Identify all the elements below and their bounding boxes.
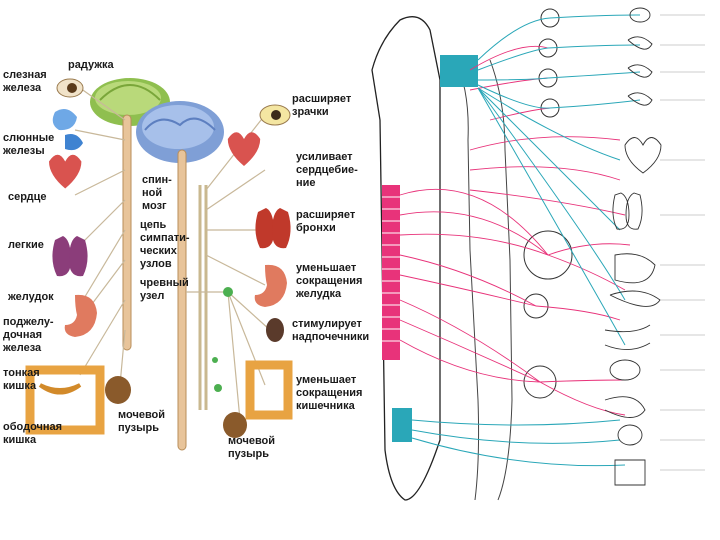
heart-left-icon [49,154,82,189]
sympathetic-chain-label: цепь симпати- ческих узлов [140,219,193,270]
lungs-left-icon [52,236,88,277]
left-panel: слезная железа слюнные железы сердце лег… [2,59,369,460]
organ-label-lungs: легкие [8,239,44,251]
effect-label-pupils: расширяет зрачки [292,93,354,118]
ganglion-lower [523,365,557,399]
ganglion-large [523,230,573,280]
sympathetic-chain [198,185,208,410]
stomach-left-icon [64,294,97,337]
organ-label-heart: сердце [8,191,47,203]
parasympathetic-fibers [411,14,641,467]
effect-label-stomach: уменьшает сокращения желудка [295,262,365,300]
heart-right-icon [227,132,261,166]
organ-label-colon: ободочная кишка [3,421,65,446]
head-ganglia [538,8,560,118]
celiac-ganglion [223,287,233,297]
brain-right-icon [136,101,224,163]
nerve-lines-left [74,87,126,386]
cranial-segment [440,55,478,87]
iris-label: радужка [68,59,115,71]
organ-label-salivary: слюнные железы [2,132,57,157]
ganglion-dot [212,357,218,363]
right-panel [371,7,705,501]
sacral-segment [392,408,412,442]
bladder-left-icon [105,376,131,404]
ganglion-medium [523,293,549,319]
effect-label-intestine: уменьшает сокращения кишечника [296,374,365,412]
sympathetic-fibers [399,45,631,416]
effect-label-bronchi: расширяет бронхи [296,209,358,234]
stomach-right-icon [254,264,287,307]
organ-label-stomach: желудок [7,291,54,303]
salivary-glands-icon [52,108,83,151]
bladder-label-right: мочевой пузырь [228,435,278,460]
organ-sketches [604,7,662,486]
spinal-cord-left [122,114,132,351]
spinal-cord-right [177,149,187,451]
effect-label-heartbeat: усиливает сердцебие- ние [296,151,361,189]
intestine-left-icon [25,365,105,435]
spinal-column-outline [371,16,441,501]
lungs-right-icon [255,208,291,249]
adrenal-icon [266,318,284,342]
right-annotation-lines [660,14,705,471]
bladder-label-left: мочевой пузырь [118,409,168,434]
organ-label-small-intestine: тонкая кишка [3,367,43,392]
eye-right-icon [259,104,291,126]
inner-spinal-cord-edge [489,59,513,501]
eye-left-icon [56,78,84,98]
bladder-right-icon [223,412,247,438]
organ-label-pancreas: поджелу- дочная железа [2,316,57,354]
celiac-ganglion-label: чревный узел [140,277,192,302]
organ-label-lacrimal: слезная железа [2,69,50,94]
sympathetic-segments [382,185,400,360]
ganglion-dot [214,384,222,392]
spinal-cord-label: спин- ной мозг [142,174,175,212]
effect-label-adrenal: стимулирует надпочечники [292,318,369,343]
inner-spinal-cord [454,59,480,501]
intestine-right-icon [245,360,293,420]
